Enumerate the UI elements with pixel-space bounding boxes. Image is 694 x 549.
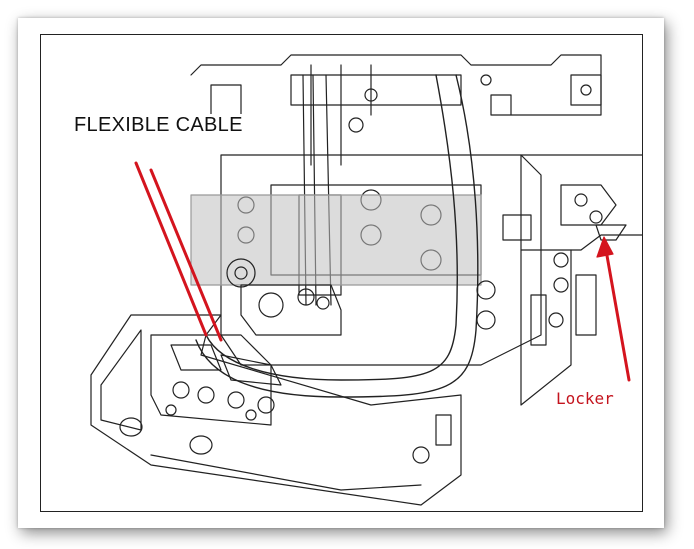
rear-frame xyxy=(190,54,602,116)
diagram-card: FLEXIBLE CABLE Locker xyxy=(18,18,664,528)
adjust-knob-left xyxy=(119,417,143,437)
carriage-rail xyxy=(190,194,482,286)
locker-notch xyxy=(595,224,627,241)
printer-line-drawing xyxy=(90,54,642,506)
carriage-plate xyxy=(220,154,542,366)
side-bracket xyxy=(520,154,642,251)
flexible-cable xyxy=(205,74,458,381)
locker-pointer xyxy=(604,248,631,382)
flexible-cable-label: FLEXIBLE CABLE xyxy=(72,114,245,137)
locker-arrowhead xyxy=(596,236,614,258)
flexible-cable-pointer xyxy=(134,161,208,337)
printhead-block xyxy=(240,284,342,336)
base-tray xyxy=(90,314,462,506)
adjust-knob-right xyxy=(189,435,213,455)
diagram-frame: FLEXIBLE CABLE Locker xyxy=(40,34,643,512)
locker-label: Locker xyxy=(556,389,614,408)
